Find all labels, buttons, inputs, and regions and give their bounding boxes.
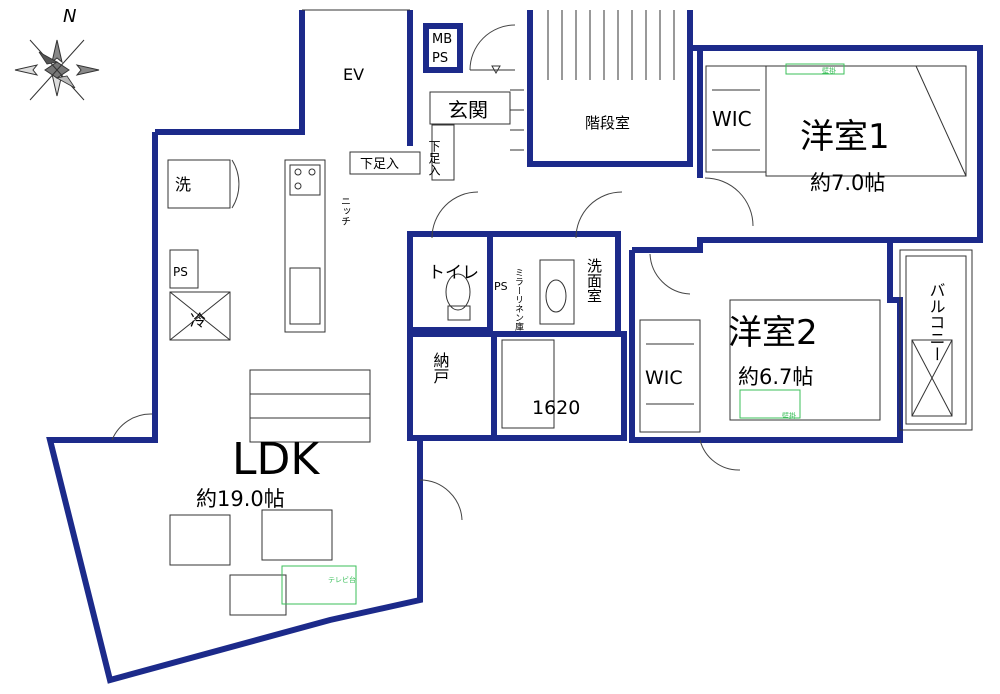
compass-icon [14,39,100,101]
toilet-door[interactable] [431,191,479,239]
wic2-label: WIC [645,367,683,389]
wet-area [407,231,627,441]
senmen-label: 洗面室 [585,258,603,303]
wic1-label: WIC [712,107,752,131]
mbps-label-1: MB [432,32,452,47]
wash-label: 洗 [175,175,191,194]
mbps-label-2: PS [432,51,448,66]
bedroom2-size: 約6.7帖 [738,365,813,389]
ev-label: EV [343,65,364,84]
ev-shaft [155,9,413,146]
ps-kitchen-label: PS [173,265,188,279]
entrance-door[interactable] [469,24,516,71]
ldk-name: LDK [232,434,320,485]
ldk-area: テレビ台 壁掛 [46,129,801,684]
bedroom-2 [629,237,903,471]
bath-label: 1620 [532,397,580,419]
wall-mount-note-2: 壁掛 [782,411,796,420]
genkan-area [429,91,511,125]
genkan-label: 玄関 [448,98,488,122]
fridge-label: 冷 [190,311,206,330]
ps-bath-label: PS [494,280,508,293]
tv-stand-note: テレビ台 [328,575,356,584]
washroom-door[interactable] [575,191,623,239]
shoe-cabinet-horizontal [349,151,421,175]
shoe-cabinet-vertical [431,124,455,181]
nando-label: 納戸 [431,352,450,384]
wall-mount-note-1: 壁掛 [822,66,836,75]
bedroom1-size: 約7.0帖 [810,171,885,195]
bedroom1-name: 洋室1 [800,117,890,157]
balcony [899,249,973,431]
stairwell [510,10,693,167]
shoe-cabinet-label-vertical: 下足入 [427,140,441,176]
toilet-label: トイレ [428,263,479,283]
shoe-cabinet-label-horizontal: 下足入 [360,157,399,172]
stairwell-label: 階段室 [585,114,630,132]
balcony-label: バルコニー [927,282,946,362]
mbps-box [423,23,463,73]
mirror-label: ミラーリネン庫 [513,268,524,332]
niche-label: ニッチ [339,196,350,226]
north-label: N [63,6,76,27]
ldk-size: 約19.0帖 [196,487,285,511]
bedroom2-name: 洋室2 [728,313,818,353]
entrance-arrow-icon [491,65,501,75]
